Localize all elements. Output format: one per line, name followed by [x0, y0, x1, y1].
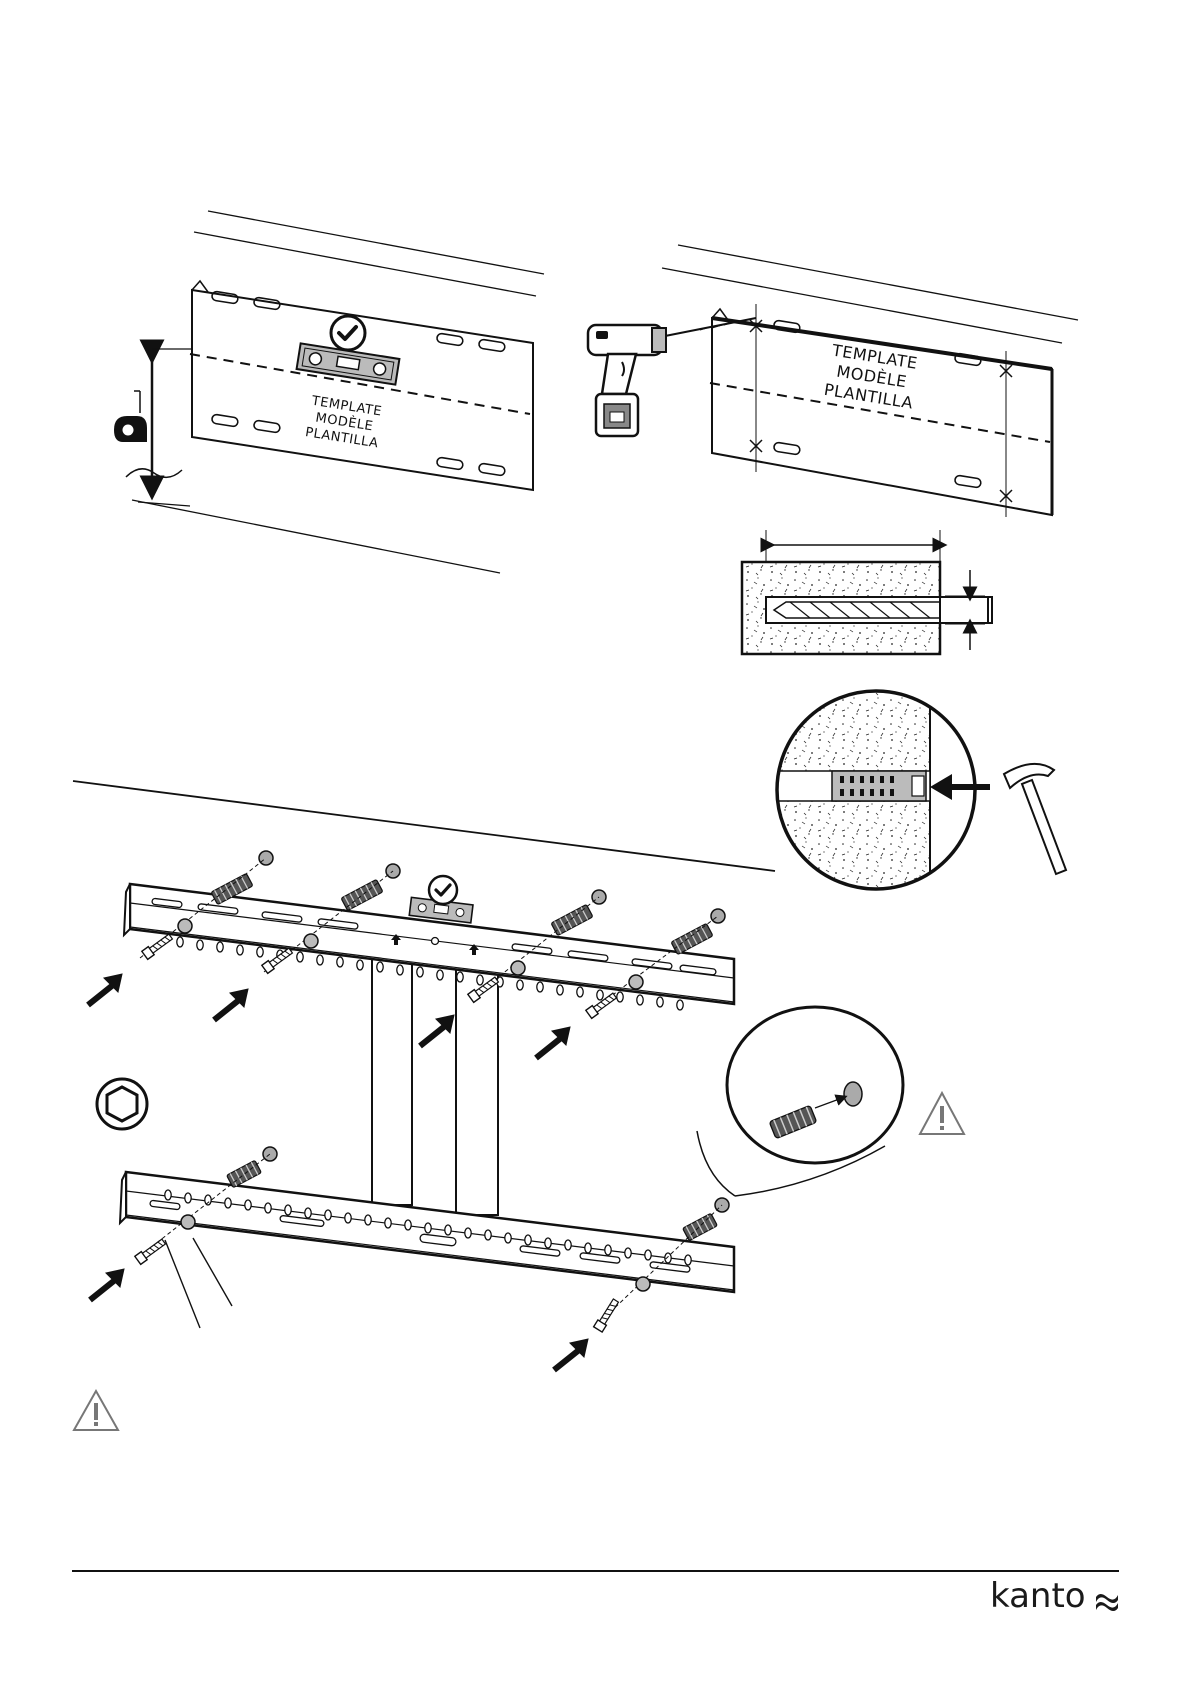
brand-mark-icon — [1094, 1588, 1120, 1614]
hammer-icon — [1004, 764, 1066, 874]
tape-measure-icon — [114, 391, 147, 442]
bracket-check-icon — [429, 876, 457, 904]
push-arrows — [88, 974, 588, 1370]
bottom-rail — [120, 1172, 734, 1328]
anchor-flush-callout — [697, 1007, 903, 1196]
warning-icon — [74, 1391, 118, 1430]
warning-icon — [920, 1093, 964, 1134]
drilling-step: TEMPLATE MODÈLE PLANTILLA — [588, 245, 1078, 654]
hex-socket-icon — [97, 1079, 147, 1129]
check-icon — [331, 316, 365, 350]
anchor-icon — [832, 771, 926, 801]
template-sheet: TEMPLATE MODÈLE PLANTILLA — [190, 281, 533, 490]
anchor-insertion-step — [770, 685, 1066, 895]
template-leveling-step: TEMPLATE MODÈLE PLANTILLA — [114, 211, 544, 573]
brand-logo: kanto — [990, 1576, 1086, 1616]
drill-depth-diagram — [742, 530, 992, 654]
drill-template-sheet: TEMPLATE MODÈLE PLANTILLA — [710, 304, 1052, 517]
